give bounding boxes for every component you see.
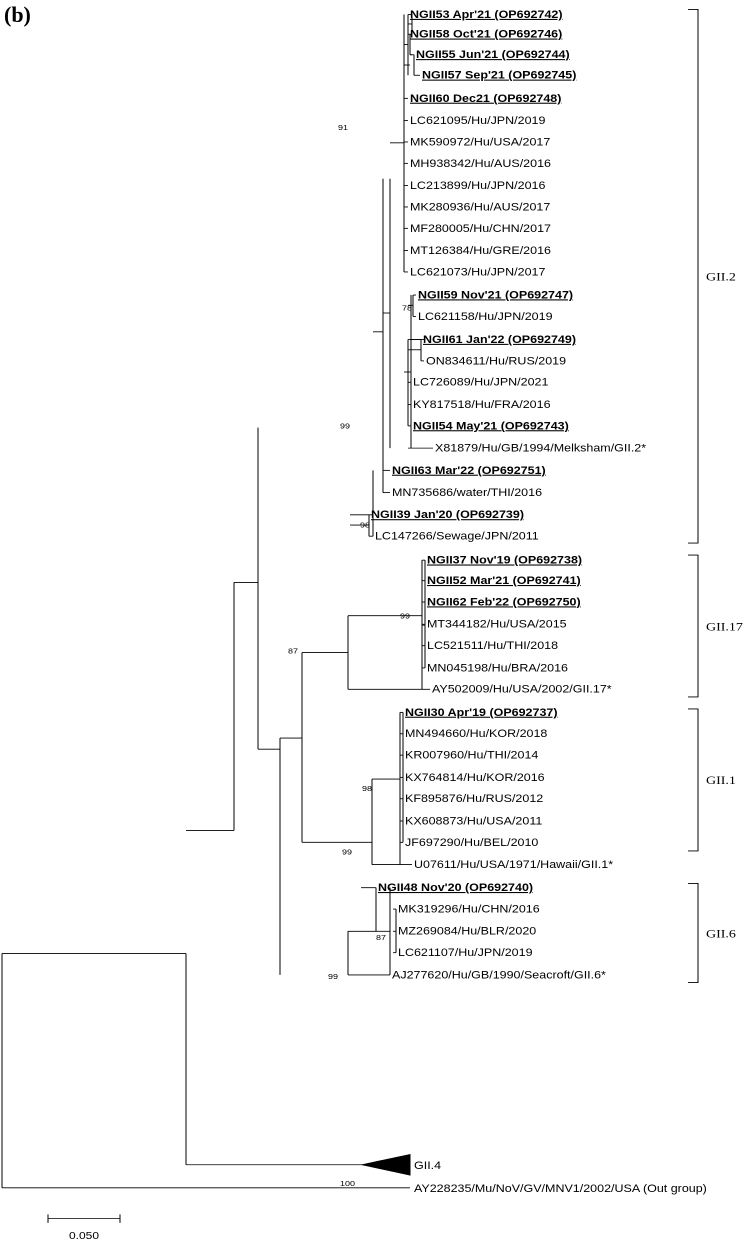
tip-label: LC726089/Hu/JPN/2021 (413, 377, 548, 389)
tip-label: MN045198/Hu/BRA/2016 (427, 662, 568, 674)
bootstrap-value: 78 (402, 303, 412, 312)
tip-label: NGII55 Jun'21 (OP692744) (416, 49, 570, 61)
clade-bracket (688, 8, 699, 544)
collapsed-clade-triangle (361, 1153, 411, 1176)
tip-label: MH938342/Hu/AUS/2016 (410, 158, 551, 170)
tip-label: U07611/Hu/USA/1971/Hawaii/GII.1* (414, 859, 614, 871)
clade-bracket (688, 882, 699, 984)
tip-label: NGII59 Nov'21 (OP692747) (418, 289, 573, 301)
tip-label: LC147266/Sewage/JPN/2011 (375, 530, 539, 542)
tip-label: AJ277620/Hu/GB/1990/Seacroft/GII.6* (392, 969, 606, 981)
tip-label: KY817518/Hu/FRA/2016 (413, 399, 551, 411)
clade-label: GII.17 (706, 619, 743, 633)
clade-label: GII.6 (706, 926, 736, 940)
tip-label: NGII37 Nov'19 (OP692738) (427, 554, 582, 566)
tip-label: KX608873/Hu/USA/2011 (405, 815, 542, 827)
outgroup-label: AY228235/Mu/NoV/GV/MNV1/2002/USA (Out gr… (414, 1183, 707, 1195)
tip-label: NGII57 Sep'21 (OP692745) (422, 69, 577, 81)
clade-bracket (688, 554, 699, 698)
tip-label: AY502009/Hu/USA/2002/GII.17* (432, 684, 612, 696)
tip-label: MK319296/Hu/CHN/2016 (398, 903, 540, 915)
bootstrap-value: 98 (360, 520, 370, 529)
tip-label: NGII48 Nov'20 (OP692740) (378, 882, 533, 894)
tip-label: JF697290/Hu/BEL/2010 (405, 837, 539, 849)
tip-label: MT126384/Hu/GRE/2016 (410, 245, 551, 257)
tip-label: NGII62 Feb'22 (OP692750) (427, 596, 581, 608)
tip-label: LC213899/Hu/JPN/2016 (410, 180, 545, 192)
tip-label: NGII61 Jan'22 (OP692749) (423, 334, 576, 346)
tip-label: MF280005/Hu/CHN/2017 (410, 223, 551, 235)
bootstrap-value: 99 (342, 847, 352, 856)
tip-label: NGII58 Oct'21 (OP692746) (410, 28, 562, 40)
bootstrap-value: 100 (340, 1179, 355, 1188)
tip-label: NGII53 Apr'21 (OP692742) (410, 9, 563, 21)
tip-label: NGII39 Jan'20 (OP692739) (371, 509, 524, 521)
scale-bar-label: 0.050 (69, 1231, 99, 1242)
tip-label: LC521511/Hu/THI/2018 (427, 640, 558, 652)
bootstrap-value: 87 (376, 932, 386, 941)
clade-label: GII.1 (706, 773, 736, 787)
tip-label: KX764814/Hu/KOR/2016 (405, 772, 545, 784)
bootstrap-value: 87 (288, 646, 298, 655)
tree-labels: NGII53 Apr'21 (OP692742) NGII58 Oct'21 (O… (69, 9, 743, 1242)
tip-label: LC621107/Hu/JPN/2019 (398, 947, 533, 959)
tip-label: MT344182/Hu/USA/2015 (427, 619, 567, 631)
tip-label: X81879/Hu/GB/1994/Melksham/GII.2* (435, 442, 647, 454)
tip-label: NGII54 May'21 (OP692743) (413, 420, 569, 432)
tip-label: NGII60 Dec21 (OP692748) (410, 93, 562, 105)
tip-label: LC621073/Hu/JPN/2017 (410, 266, 545, 278)
bootstrap-value: 99 (340, 421, 350, 430)
tip-label: MK590972/Hu/USA/2017 (410, 136, 550, 148)
tip-label: MZ269084/Hu/BLR/2020 (398, 926, 537, 938)
collapsed-clade-label: GII.4 (414, 1160, 442, 1172)
clade-bracket (688, 708, 699, 852)
tip-label: NGII52 Mar'21 (OP692741) (427, 575, 581, 587)
tip-label: LC621158/Hu/JPN/2019 (418, 311, 553, 323)
bootstrap-value: 99 (328, 972, 338, 981)
tree-branches (1, 8, 699, 1223)
panel-label: (b) (4, 2, 31, 27)
tip-label: NGII63 Mar'22 (OP692751) (392, 465, 546, 477)
tip-label: MN494660/Hu/KOR/2018 (405, 728, 547, 740)
bootstrap-value: 91 (338, 123, 348, 132)
tip-label: KR007960/Hu/THI/2014 (405, 749, 539, 761)
tip-label: KF895876/Hu/RUS/2012 (405, 793, 543, 805)
tip-label: LC621095/Hu/JPN/2019 (410, 115, 545, 127)
tip-label: ON834611/Hu/RUS/2019 (426, 355, 566, 367)
tree-scale-group: NGII53 Apr'21 (OP692742) NGII58 Oct'21 (O… (1, 8, 743, 1242)
tip-label: MK280936/Hu/AUS/2017 (410, 201, 550, 213)
tip-label: MN735686/water/THI/2016 (392, 487, 542, 499)
clade-label: GII.2 (706, 269, 736, 283)
bootstrap-value: 99 (400, 611, 410, 620)
bootstrap-value: 98 (362, 784, 372, 793)
tip-label: NGII30 Apr'19 (OP692737) (405, 707, 558, 719)
